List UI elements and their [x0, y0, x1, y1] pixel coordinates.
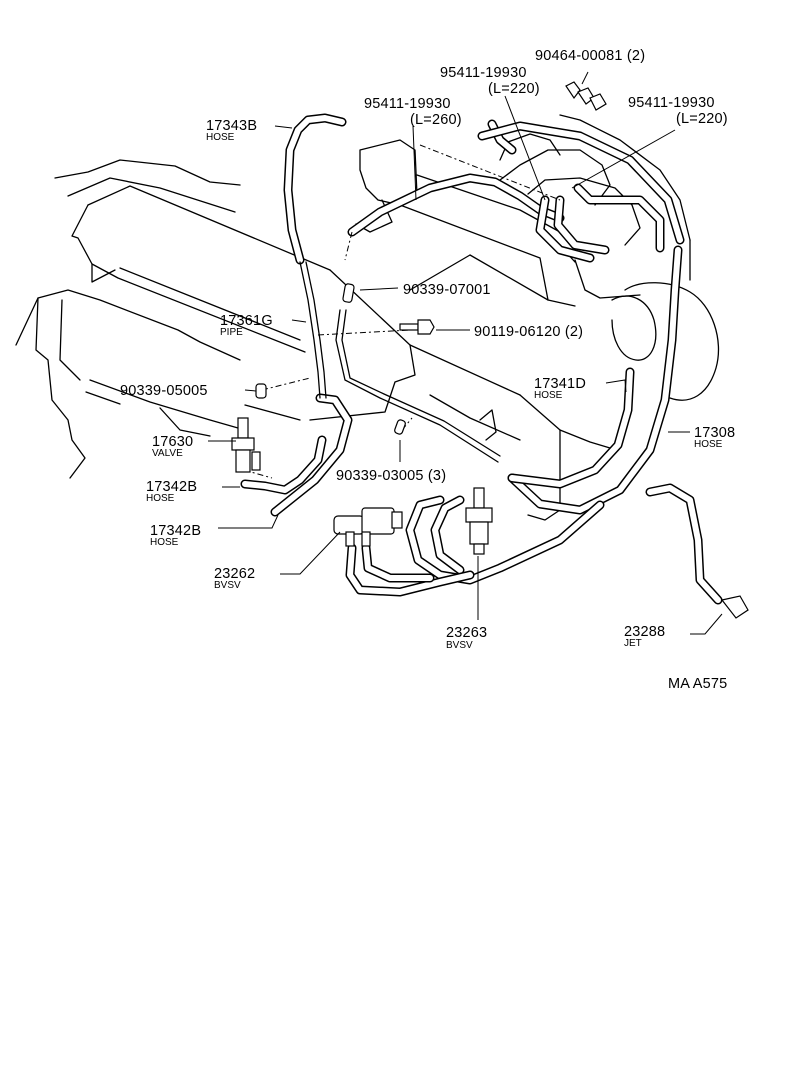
clips-90464-00081	[565, 81, 607, 111]
label-17342b-b: 17342B HOSE	[150, 523, 201, 548]
svg-text:17342B: 17342B	[146, 479, 197, 495]
svg-text:HOSE: HOSE	[146, 493, 175, 504]
svg-text:(L=260): (L=260)	[410, 112, 462, 128]
svg-text:90464-00081 (2): 90464-00081 (2)	[535, 48, 645, 64]
svg-text:MA A575: MA A575	[668, 676, 727, 692]
svg-text:17343B: 17343B	[206, 118, 257, 134]
label-95411-19930-l220-b: 95411-19930 (L=220)	[628, 95, 728, 127]
label-17342b-a: 17342B HOSE	[146, 479, 197, 504]
label-17343b: 17343B HOSE	[206, 118, 257, 143]
clip-90339-03005	[394, 419, 406, 435]
svg-text:(L=220): (L=220)	[676, 111, 728, 127]
label-17630: 17630 VALVE	[152, 434, 193, 459]
bvsv-23263	[465, 487, 493, 555]
svg-text:(L=220): (L=220)	[488, 81, 540, 97]
label-90339-05005: 90339-05005	[120, 383, 208, 399]
svg-text:HOSE: HOSE	[150, 537, 179, 548]
svg-text:BVSV: BVSV	[446, 640, 473, 651]
svg-text:PIPE: PIPE	[220, 327, 243, 338]
bolt-90119-06120	[399, 319, 435, 335]
svg-text:JET: JET	[624, 638, 642, 649]
small-parts	[231, 81, 749, 619]
svg-text:17308: 17308	[694, 425, 735, 441]
label-90119-06120: 90119-06120 (2)	[474, 324, 583, 340]
label-17308: 17308 HOSE	[694, 425, 735, 450]
leader-lines	[208, 71, 723, 635]
svg-text:VALVE: VALVE	[152, 448, 183, 459]
svg-text:17361G: 17361G	[220, 313, 273, 329]
svg-text:17342B: 17342B	[150, 523, 201, 539]
clip-90339-05005	[255, 383, 267, 399]
svg-text:23288: 23288	[624, 624, 665, 640]
svg-text:BVSV: BVSV	[214, 580, 241, 591]
svg-text:23263: 23263	[446, 625, 487, 641]
label-23263: 23263 BVSV	[446, 625, 487, 651]
bvsv-23262	[333, 507, 403, 547]
jet-23288	[720, 595, 749, 619]
svg-text:90339-03005 (3): 90339-03005 (3)	[336, 468, 446, 484]
svg-text:17630: 17630	[152, 434, 193, 450]
clip-90339-07001	[342, 283, 355, 303]
svg-text:90119-06120 (2): 90119-06120 (2)	[474, 324, 583, 340]
svg-text:90339-05005: 90339-05005	[120, 383, 208, 399]
svg-text:HOSE: HOSE	[694, 439, 723, 450]
svg-text:95411-19930: 95411-19930	[440, 65, 527, 81]
svg-text:90339-07001: 90339-07001	[403, 282, 491, 298]
svg-text:17341D: 17341D	[534, 376, 586, 392]
label-95411-19930-l220-a: 95411-19930 (L=220)	[440, 65, 540, 97]
label-95411-19930-l260: 95411-19930 (L=260)	[364, 96, 462, 128]
label-90464-00081: 90464-00081 (2)	[535, 48, 645, 64]
pipes	[299, 261, 501, 463]
label-23262: 23262 BVSV	[214, 566, 255, 591]
svg-text:95411-19930: 95411-19930	[628, 95, 715, 111]
svg-text:HOSE: HOSE	[206, 132, 235, 143]
label-90339-03005: 90339-03005 (3)	[336, 468, 446, 484]
label-90339-07001: 90339-07001	[403, 282, 491, 298]
valve-17630	[231, 417, 261, 473]
label-23288: 23288 JET	[624, 624, 665, 649]
label-17361g: 17361G PIPE	[220, 313, 273, 338]
svg-text:HOSE: HOSE	[534, 390, 563, 401]
hoses	[240, 113, 723, 605]
figure-code: MA A575	[668, 676, 727, 692]
svg-text:95411-19930: 95411-19930	[364, 96, 451, 112]
svg-text:23262: 23262	[214, 566, 255, 582]
engine-outline	[15, 114, 720, 521]
label-17341d: 17341D HOSE	[534, 376, 586, 401]
